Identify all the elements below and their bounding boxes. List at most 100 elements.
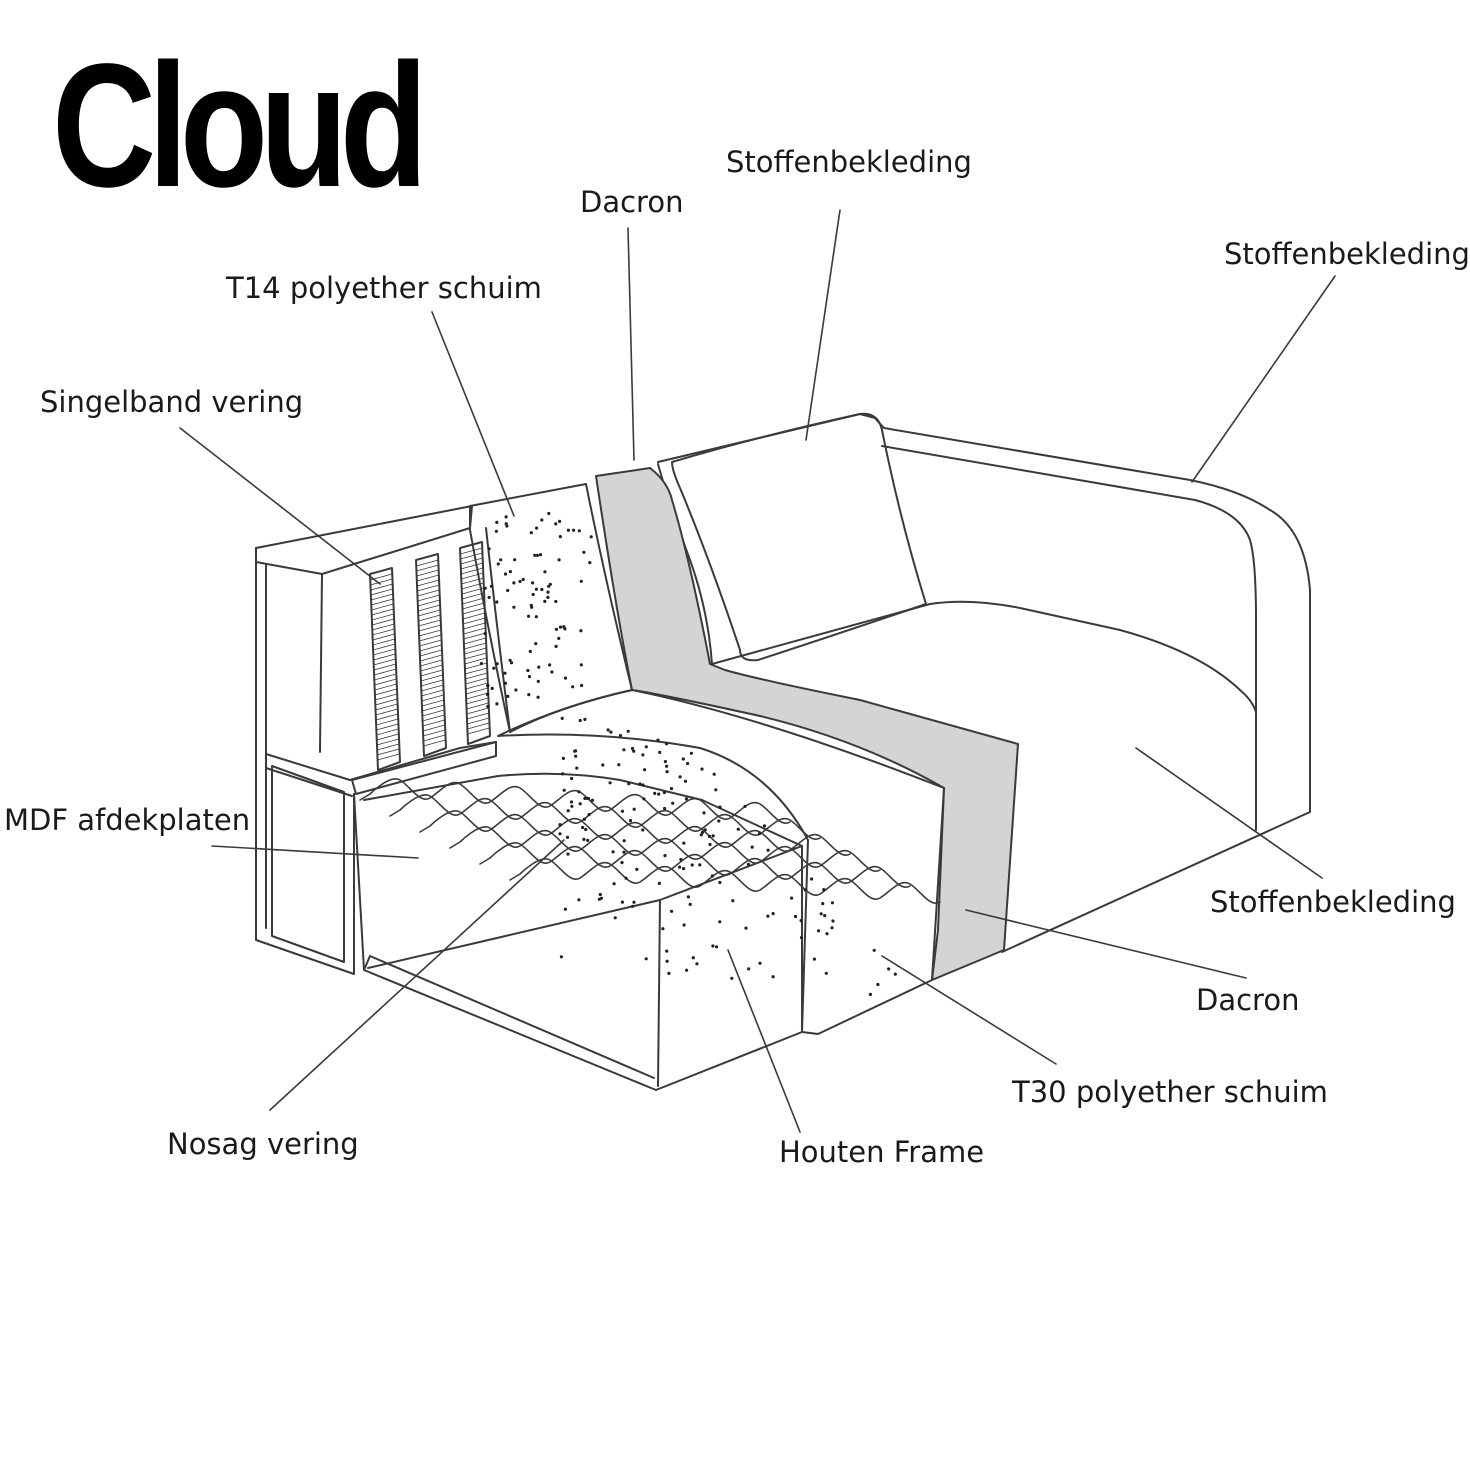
foam-dot [587,812,591,817]
foam-dot [558,535,562,539]
frame-lower-box [271,765,345,963]
foam-dot [698,863,702,867]
foam-dot [554,627,559,631]
foam-dot [825,932,829,936]
frame-post-side [319,573,323,753]
foam-dot [574,754,578,758]
webbing-hatch [461,597,485,605]
webbing-hatch [417,594,441,602]
foam-dot [618,734,623,738]
foam-dot [662,790,667,795]
webbing-hatch [418,619,442,627]
foam-dot [682,867,686,871]
foam-dot [526,668,530,673]
foam-dot [681,757,685,761]
leader-dacron-seat [965,909,1247,979]
nosag-spring [419,810,851,856]
foam-dot [490,686,494,691]
webbing-hatch [461,577,484,585]
foam-dot [503,572,508,576]
label-singelband: Singelband vering [40,385,304,419]
leader-stoffenbekleding-seat [1135,747,1323,879]
foam-dot [683,779,688,783]
foam-dot [513,558,517,562]
webbing-hatch [375,723,399,731]
webbing-hatch [417,599,441,607]
foam-dot [700,830,705,835]
foam-dot [518,579,522,584]
foam-dot [606,728,610,732]
foam-dot [803,888,807,892]
foam-dot [626,729,630,733]
foam-dot [569,800,574,804]
nosag-spring [359,778,791,824]
foam-dot [562,788,566,792]
leader-stoffenbekleding-back [805,209,841,441]
foam-dot [717,819,721,823]
webbing-hatch [462,602,485,610]
foam-dot [620,860,624,865]
webbing-hatch [461,592,485,600]
label-stoffenbekleding-seat: Stoffenbekleding [1210,885,1456,919]
foam-dot [492,666,496,670]
foam-dot [563,907,568,911]
webbing-hatch [416,564,439,572]
webbing-hatch [419,639,442,647]
webbing-hatch [460,557,484,565]
foam-dot [563,676,568,680]
foam-dot [534,615,538,619]
foam-dot [679,857,683,862]
label-t30: T30 polyether schuim [1012,1075,1328,1109]
webbing-hatch [372,648,396,656]
webbing-hatch [417,609,441,617]
webbing-hatch [464,667,488,675]
webbing-hatch [461,587,485,595]
webbing-hatch [419,659,443,667]
foam-dot [638,782,642,786]
foam-dot [824,971,828,975]
foam-dot [612,882,616,886]
webbing-hatch [463,647,487,655]
foam-dot [766,848,770,852]
foam-dot [686,895,691,899]
foam-dot [665,959,669,963]
webbing-hatch [375,703,398,711]
label-houten-frame: Houten Frame [779,1135,985,1169]
foam-dot [665,770,669,774]
t14-foam-inner [485,527,511,733]
foam-dot [543,599,547,604]
foam-dot [691,956,695,960]
foam-dot [557,636,561,641]
webbing-hatch [466,702,489,710]
webbing-hatch [416,579,440,587]
foam-dot [548,663,552,667]
foam-dot [504,522,508,526]
webbing-hatch [377,753,400,761]
webbing-hatch [374,693,398,701]
foam-dot [631,904,635,908]
webbing-hatch [418,634,442,642]
foam-dot [543,570,547,574]
foam-dot [573,749,577,753]
webbing-hatch [374,683,398,691]
foam-dot [584,827,588,832]
foam-dot [486,684,490,688]
foam-dot [663,760,668,764]
seat-frame-inner [363,772,803,847]
foam-dot [711,944,715,948]
foam-dot [534,642,538,646]
foam-dot [486,704,490,709]
webbing-hatch [370,578,393,586]
webbing-hatch [420,679,444,687]
foam-dot [819,912,823,916]
foam-dot [495,600,499,604]
foam-dot [577,898,581,902]
foam-dot [663,806,667,811]
foam-dot [561,772,565,776]
foam-dot [689,751,694,755]
foam-dot [665,742,669,746]
foam-dot [682,923,686,927]
webbing-hatch [376,748,400,756]
webbing-hatch [420,684,444,692]
webbing-hatch [370,588,394,596]
